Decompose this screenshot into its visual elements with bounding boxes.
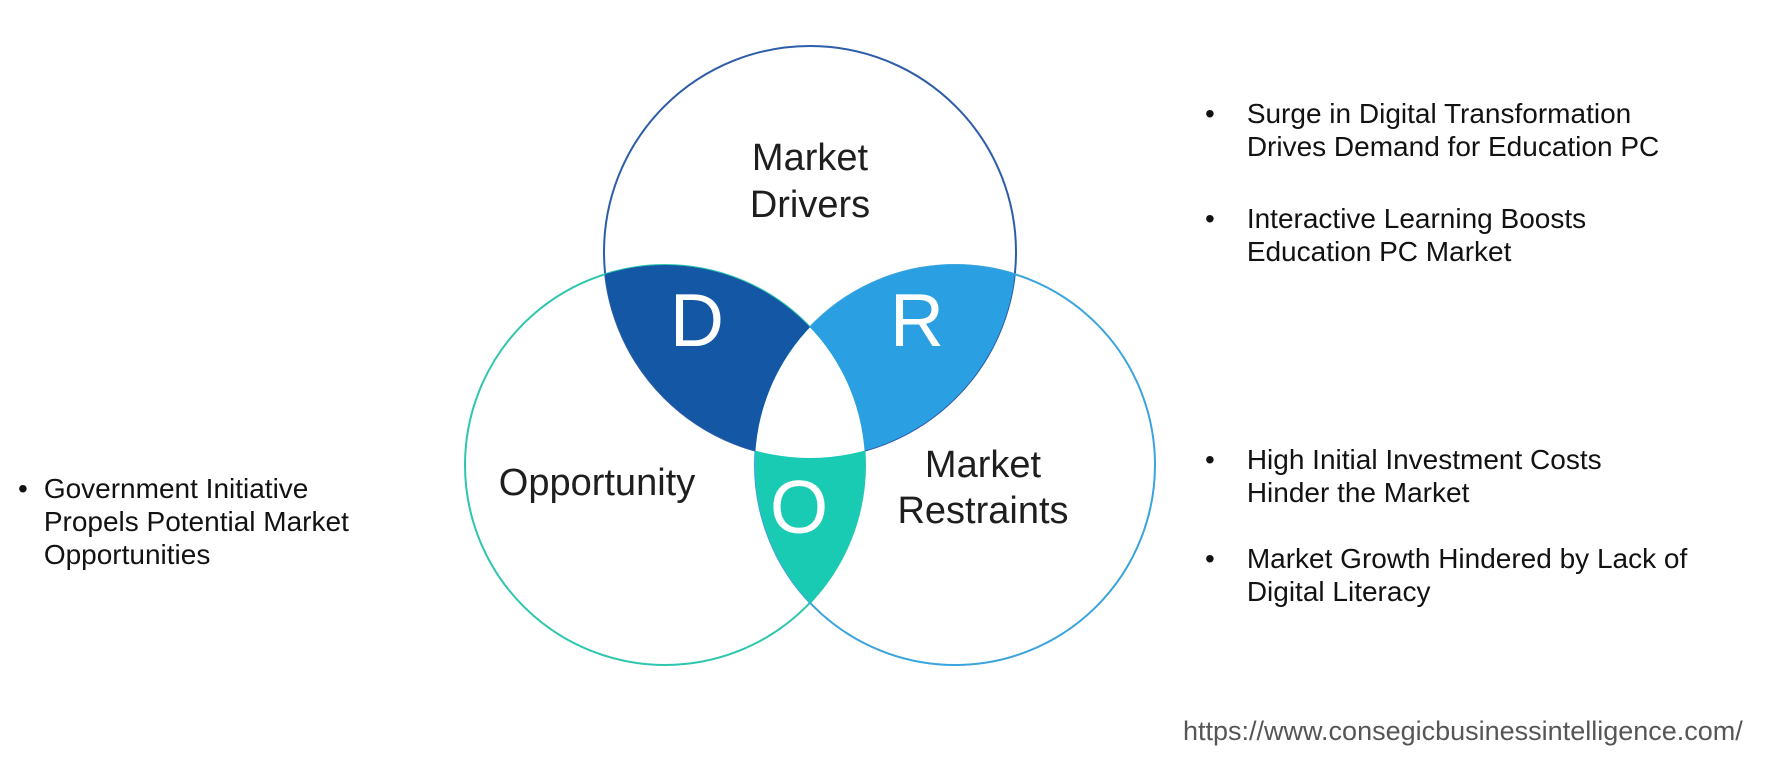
market-restraints-label-line2: Restraints <box>897 490 1068 532</box>
bullet-icon: • <box>1205 98 1215 129</box>
note-line: Hinder the Market <box>1246 477 1470 508</box>
source-url[interactable]: https://www.consegicbusinessintelligence… <box>1183 716 1743 746</box>
note-line: Interactive Learning Boosts <box>1246 203 1587 234</box>
note-line: Government Initiative <box>43 473 309 504</box>
opportunity-label: Opportunity <box>499 462 695 504</box>
drivers-restraints-overlap <box>755 265 1016 458</box>
note-line: Drives Demand for Education PC <box>1246 131 1660 162</box>
note-line: Surge in Digital Transformation <box>1246 98 1632 129</box>
opportunity-note: • Government Initiative Propels Potentia… <box>18 472 349 571</box>
restraint-note-2-text: Market Growth Hindered by Lack of Digita… <box>1247 542 1687 608</box>
driver-note-2: • Interactive Learning Boosts Education … <box>1205 202 1586 268</box>
driver-note-2-text: Interactive Learning Boosts Education PC… <box>1247 202 1586 268</box>
drivers-opportunity-overlap <box>604 265 865 458</box>
bullet-icon: • <box>1205 203 1215 234</box>
note-line: Propels Potential Market <box>43 506 349 537</box>
restraints-overlap-letter: R <box>890 278 944 362</box>
note-line: Education PC Market <box>1246 236 1512 267</box>
driver-note-1: • Surge in Digital Transformation Drives… <box>1205 97 1659 163</box>
note-line: Digital Literacy <box>1246 576 1431 607</box>
market-restraints-label-line1: Market <box>925 444 1042 486</box>
market-drivers-label-line1: Market <box>752 137 869 179</box>
restraint-note-1-text: High Initial Investment Costs Hinder the… <box>1247 443 1602 509</box>
restraint-note-2: • Market Growth Hindered by Lack of Digi… <box>1205 542 1687 608</box>
note-line: High Initial Investment Costs <box>1246 444 1602 475</box>
market-drivers-label-line2: Drivers <box>750 184 870 226</box>
bullet-icon: • <box>1205 543 1215 574</box>
opportunity-note-text: Government Initiative Propels Potential … <box>44 472 349 571</box>
restraint-note-1: • High Initial Investment Costs Hinder t… <box>1205 443 1602 509</box>
driver-note-1-text: Surge in Digital Transformation Drives D… <box>1247 97 1659 163</box>
note-line: Market Growth Hindered by Lack of <box>1246 543 1688 574</box>
bullet-icon: • <box>1205 444 1215 475</box>
drivers-overlap-letter: D <box>670 278 724 362</box>
note-line: Opportunities <box>43 539 211 570</box>
opportunity-overlap-letter: O <box>770 465 828 549</box>
bullet-icon: • <box>18 473 28 504</box>
